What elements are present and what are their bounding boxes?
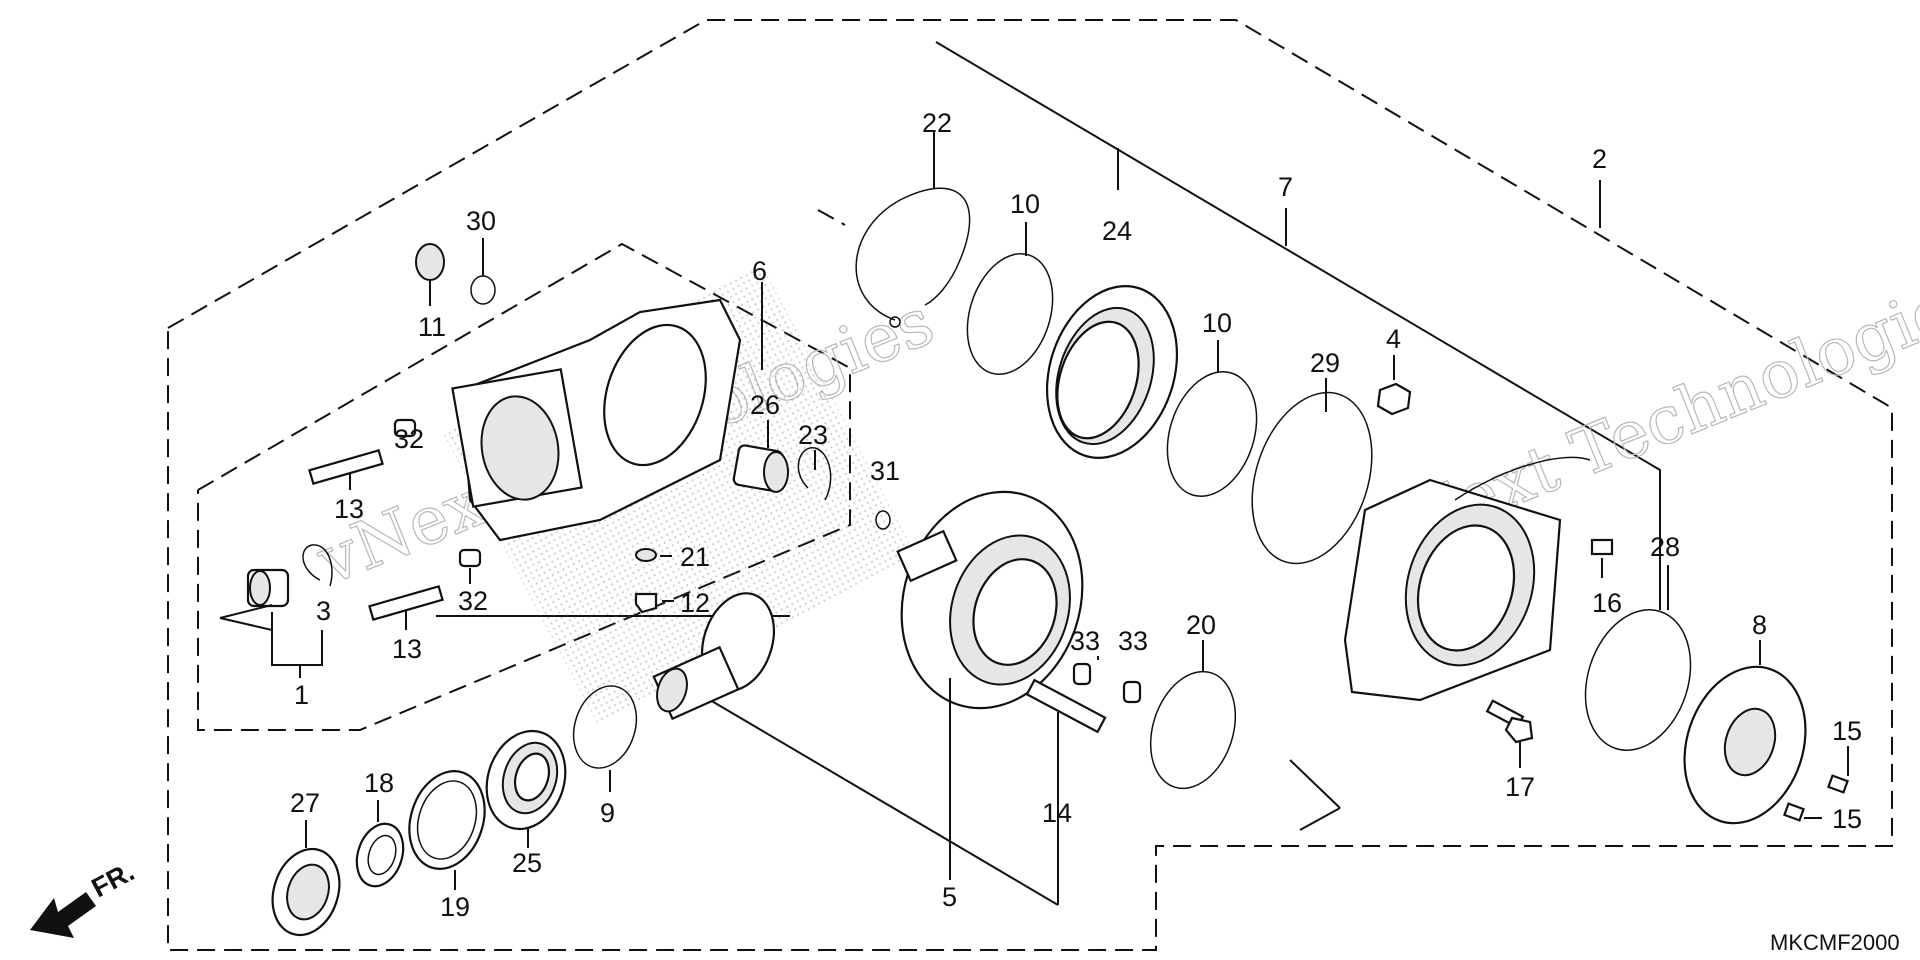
washer-21-icon: [635, 548, 657, 562]
housing-7-icon: [1343, 456, 1591, 702]
stud-13-lower-icon: [368, 584, 444, 622]
dowel-pin-33b-icon: [1122, 680, 1142, 704]
callout-11: 11: [418, 312, 446, 342]
needle-bearing-26-icon: [732, 444, 789, 493]
o-ring-10-upper-icon: [966, 253, 1054, 375]
callout-20: 20: [1186, 610, 1216, 640]
callout-32-upper: 32: [394, 424, 424, 454]
final-gear-case-6-icon: [451, 298, 742, 542]
callout-19: 19: [440, 892, 470, 922]
callout-13-upper: 13: [334, 494, 364, 524]
assembly-boundary-outer: [167, 19, 1893, 951]
o-ring-9-icon: [572, 685, 638, 769]
callout-22: 22: [922, 108, 952, 138]
callout-33a: 33: [1070, 626, 1100, 656]
o-ring-29-icon: [1251, 391, 1373, 565]
callout-23: 23: [798, 420, 828, 450]
callout-16: 16: [1592, 588, 1622, 618]
needle-bearing-1-icon: [246, 568, 290, 608]
plug-12-icon: [634, 592, 658, 614]
stud-14-icon: [1025, 678, 1107, 734]
bolt-16-icon: [1590, 538, 1614, 556]
dowel-pin-33a-icon: [1072, 662, 1092, 686]
callout-18: 18: [364, 768, 394, 798]
callout-10-lower: 10: [1202, 308, 1232, 338]
bolt-15-upper-icon: [1827, 774, 1849, 794]
circlip-22-icon: [855, 187, 971, 328]
callout-13-lower: 13: [392, 634, 422, 664]
callout-8: 8: [1752, 610, 1767, 640]
callout-2: 2: [1592, 144, 1607, 174]
callout-10-upper: 10: [1010, 189, 1040, 219]
bearing-24-icon: [1045, 285, 1179, 459]
callout-5: 5: [942, 882, 957, 912]
seal-11-icon: [415, 243, 445, 281]
callout-21: 21: [680, 542, 710, 572]
callout-27: 27: [290, 788, 320, 818]
bearing-25-icon: [485, 729, 567, 831]
callout-25: 25: [512, 848, 542, 878]
ring-gear-5-icon: [896, 490, 1084, 710]
callout-29: 29: [1310, 348, 1340, 378]
lock-nut-18-icon: [355, 822, 405, 888]
callout-14: 14: [1042, 798, 1072, 828]
callout-12: 12: [680, 588, 710, 618]
callout-7: 7: [1278, 172, 1293, 202]
callout-15-lower: 15: [1832, 804, 1862, 834]
o-ring-28-icon: [1584, 609, 1692, 751]
callout-33b: 33: [1118, 626, 1148, 656]
bolt-17-icon: [1485, 699, 1534, 744]
flange-8-icon: [1683, 665, 1807, 825]
front-direction-label: FR.: [87, 856, 139, 903]
dowel-pin-32a-icon: [393, 418, 417, 438]
callout-1: 1: [294, 680, 309, 710]
callout-30: 30: [466, 206, 496, 236]
o-ring-20-icon: [1149, 670, 1237, 790]
o-ring-10-lower-icon: [1166, 371, 1258, 497]
callout-32-lower: 32: [458, 586, 488, 616]
bracket-line-7: [935, 41, 1661, 610]
bracket-1: [271, 612, 323, 666]
diagram-code: MKCMF2000: [1770, 930, 1900, 955]
callout-4: 4: [1386, 324, 1401, 354]
callout-31: 31: [870, 456, 900, 486]
bracket-line-5-14: [709, 699, 1059, 906]
callout-26: 26: [750, 390, 780, 420]
callout-24: 24: [1102, 216, 1132, 246]
ring-19-icon: [408, 770, 486, 870]
stud-13-upper-icon: [308, 448, 384, 486]
o-ring-31-icon: [875, 510, 891, 530]
callout-15-upper: 15: [1832, 716, 1862, 746]
ring-30-icon: [470, 275, 496, 305]
callout-17: 17: [1505, 772, 1535, 802]
nut-4-icon: [1376, 382, 1412, 416]
circlip-23-icon: [797, 447, 832, 501]
callout-3: 3: [316, 596, 331, 626]
callout-9: 9: [600, 798, 615, 828]
pinion-gear-icon: [652, 592, 775, 721]
dowel-pin-32b-icon: [458, 548, 482, 568]
circlip-3-icon: [302, 544, 333, 587]
callout-28: 28: [1650, 532, 1680, 562]
callout-6: 6: [752, 256, 767, 286]
front-direction-arrow-icon: [30, 892, 96, 938]
callout-labels: 22 10 24 10 7 2 29 4 28 16 8 15 15 17 20…: [290, 108, 1862, 922]
bolt-15-lower-icon: [1783, 802, 1805, 822]
